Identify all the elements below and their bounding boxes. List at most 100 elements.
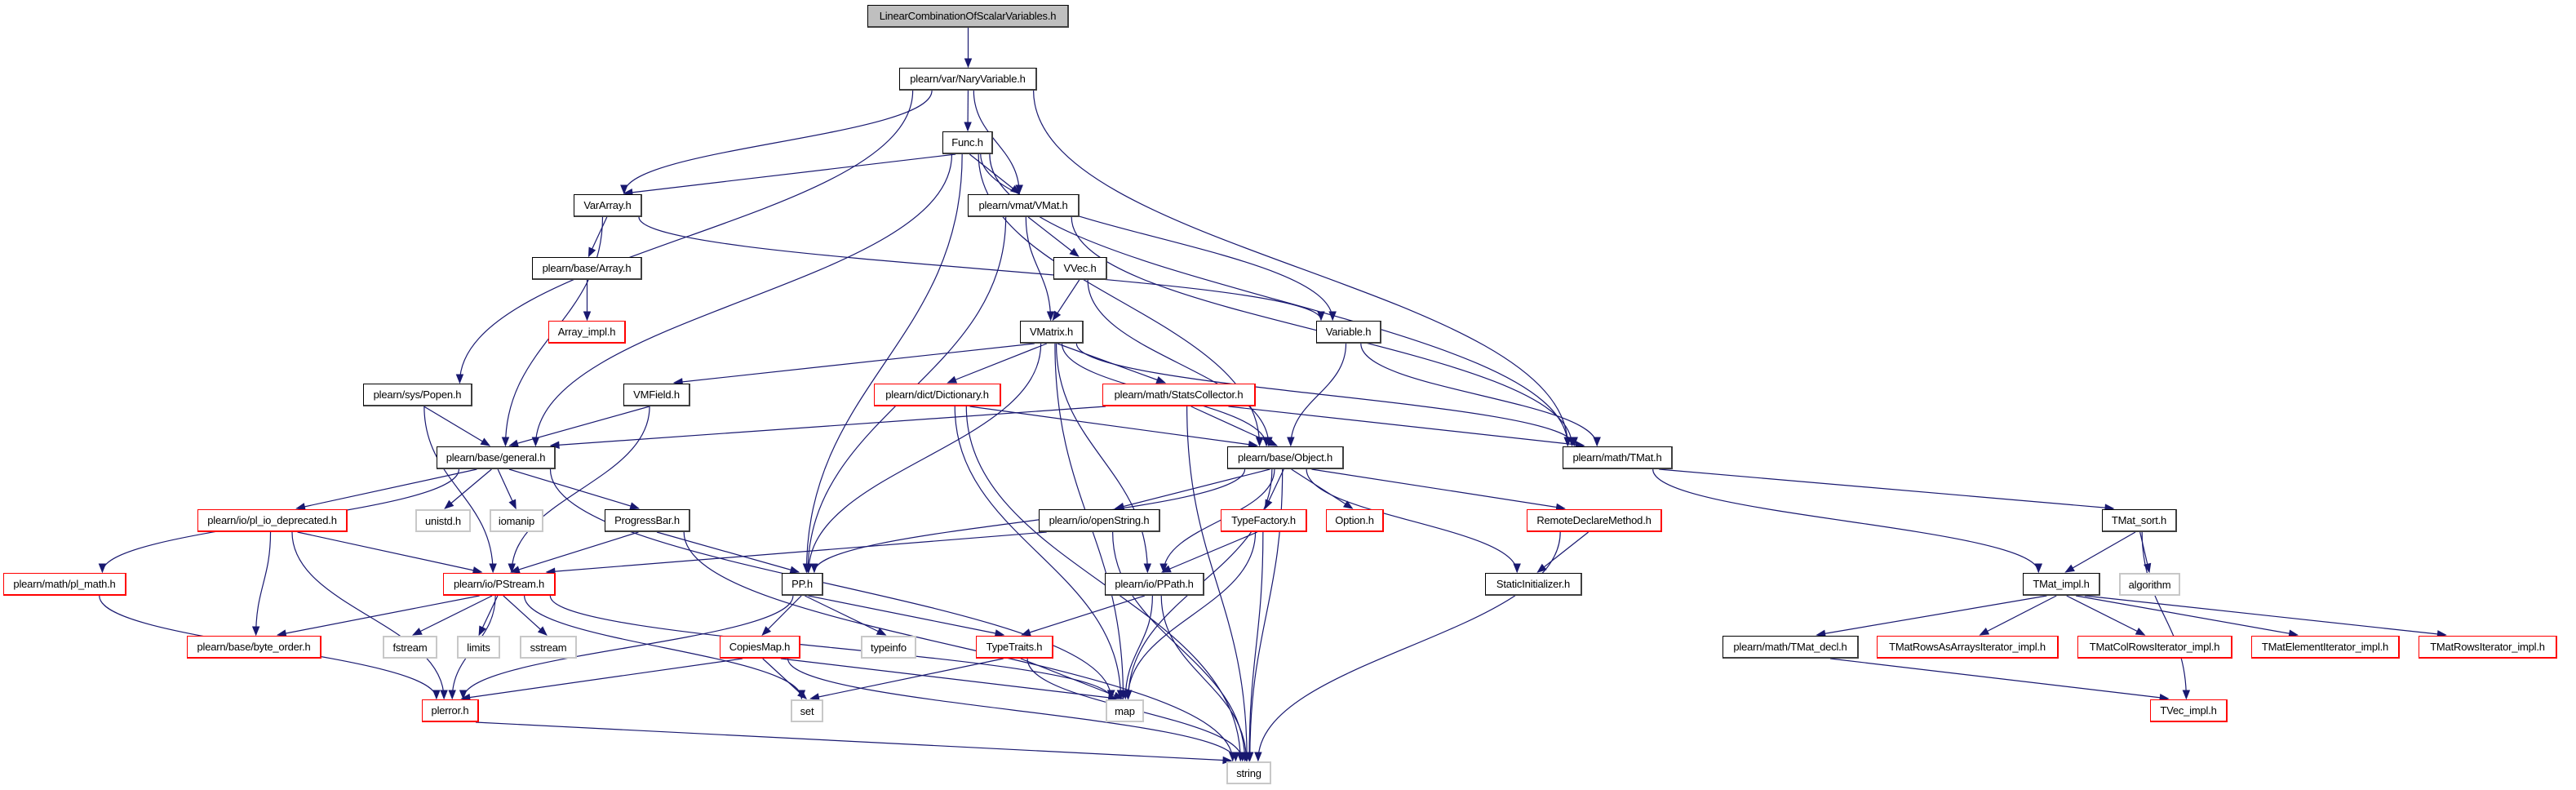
node-label: TMatRowsIterator_impl.h [2430,641,2545,653]
node-general[interactable]: plearn/base/general.h [437,446,556,469]
arrowhead-icon [510,566,521,574]
node-tmatsort[interactable]: TMat_sort.h [2102,509,2177,532]
arrowhead-icon [444,499,454,509]
arrowhead-icon [1231,752,1240,762]
edge-remote-to-string [1257,531,1561,761]
edge-pp-to-plerror [463,595,794,699]
node-array[interactable]: plearn/base/Array.h [532,257,642,280]
edge-copiesmap-to-map [780,658,1117,699]
node-label: TMatElementIterator_impl.h [2261,641,2389,653]
edge-general-to-progress [508,468,639,509]
edge-tmatsort-to-tmatimpl [2065,531,2136,573]
arrowhead-icon [472,566,483,575]
node-label: plerror.h [431,704,469,717]
node-pstream[interactable]: plearn/io/PStream.h [443,573,556,596]
node-vararray[interactable]: VarArray.h [574,194,642,217]
node-label: StaticInitializer.h [1496,578,1571,590]
node-byteorder[interactable]: plearn/base/byte_order.h [187,636,321,659]
arrowhead-icon [2064,564,2075,573]
node-staticinit[interactable]: StaticInitializer.h [1485,573,1582,596]
edge-pp-to-typeinfo [805,595,886,636]
node-nary[interactable]: plearn/var/NaryVariable.h [899,68,1037,91]
node-label: plearn/base/general.h [446,451,546,464]
edge-tmatimpl-to-tmatdecl [1816,595,2047,636]
edge-dictionary-to-map [954,406,1122,699]
edge-pp-to-copiesmap [761,595,802,636]
node-iomanip: iomanip [490,509,543,532]
node-vmfield[interactable]: VMField.h [623,384,690,406]
node-label: Option.h [1335,514,1374,526]
edge-ppath-to-map [1124,595,1153,699]
node-remote[interactable]: RemoteDeclareMethod.h [1527,509,1662,532]
arrowhead-icon [1254,752,1262,762]
node-label: algorithm [2128,578,2171,591]
node-object[interactable]: plearn/base/Object.h [1227,446,1344,469]
edge-progress-to-pp [656,531,800,573]
arrowhead-icon [629,502,641,510]
arrowhead-icon [810,563,818,574]
edge-func-to-variable [980,153,1333,321]
node-label: plearn/vmat/VMat.h [978,199,1068,211]
node-label: plearn/io/PPath.h [1115,578,1194,590]
node-vvec[interactable]: VVec.h [1053,257,1107,280]
arrowhead-icon [964,58,973,69]
node-root[interactable]: LinearCombinationOfScalarVariables.h [867,5,1069,28]
edge-openstring-to-pstream [546,531,1047,573]
edge-pstream-to-sstream [503,595,548,636]
node-label: plearn/var/NaryVariable.h [910,73,1026,85]
edge-vmfield-to-pstream [511,406,650,573]
edge-object-to-ppath [1163,468,1275,573]
node-plerror[interactable]: plerror.h [422,699,479,722]
node-typetraits[interactable]: TypeTraits.h [976,636,1053,659]
node-openstring[interactable]: plearn/io/openString.h [1039,509,1160,532]
node-tvecimpl[interactable]: TVec_impl.h [2150,699,2228,722]
node-arrayimpl[interactable]: Array_impl.h [548,321,626,344]
edge-typefactory-to-string [1248,531,1264,761]
node-pp[interactable]: PP.h [782,573,823,596]
node-variable[interactable]: Variable.h [1316,321,1381,344]
node-label: limits [467,641,490,654]
arrowhead-icon [1114,502,1125,511]
node-tmat[interactable]: plearn/math/TMat.h [1563,446,1673,469]
node-func[interactable]: Func.h [942,131,993,154]
node-copiesmap[interactable]: CopiesMap.h [720,636,800,659]
arrowhead-icon [587,246,596,258]
node-tmatrowsarr[interactable]: TMatRowsAsArraysIterator_impl.h [1877,636,2059,659]
node-dictionary[interactable]: plearn/dict/Dictionary.h [874,384,1001,406]
node-tmatdecl[interactable]: plearn/math/TMat_decl.h [1723,636,1859,659]
edge-pliodep-to-pstream [297,531,482,573]
node-vmat[interactable]: plearn/vmat/VMat.h [968,194,1080,217]
node-pliodep[interactable]: plearn/io/pl_io_deprecated.h [197,509,348,532]
edge-object-to-pp [814,468,1246,573]
node-tmatrows[interactable]: TMatRowsIterator_impl.h [2419,636,2557,659]
node-label: TMatRowsAsArraysIterator_impl.h [1889,641,2046,653]
node-popen[interactable]: plearn/sys/Popen.h [363,384,472,406]
node-tmatimpl[interactable]: TMat_impl.h [2023,573,2100,596]
edge-typetraits-to-map [1020,658,1123,699]
node-label: VMatrix.h [1029,326,1074,338]
node-ppath[interactable]: plearn/io/PPath.h [1105,573,1204,596]
node-typefactory[interactable]: TypeFactory.h [1221,509,1307,532]
node-tmatcolrows[interactable]: TMatColRowsIterator_impl.h [2077,636,2232,659]
arrowhead-icon [1021,628,1031,637]
edge-variable-to-tmat [1360,343,1598,446]
node-vmatrix[interactable]: VMatrix.h [1020,321,1084,344]
arrowhead-icon [480,437,491,446]
edge-nary-to-vararray [623,90,933,194]
arrowhead-icon [459,690,468,700]
edge-vmatrix-to-dictionary [947,343,1048,384]
edge-popen-to-pstream [423,406,494,573]
node-stats[interactable]: plearn/math/StatsCollector.h [1102,384,1256,406]
arrowhead-icon [1287,437,1295,447]
arrowhead-icon [1239,752,1247,762]
node-label: plearn/base/byte_order.h [197,641,311,653]
edge-typetraits-to-set [810,658,1004,699]
edge-plerror-to-string [475,721,1232,761]
arrowhead-icon [1159,563,1168,574]
node-plmath[interactable]: plearn/math/pl_math.h [3,573,126,596]
node-progress[interactable]: ProgressBar.h [605,509,690,532]
node-option[interactable]: Option.h [1326,509,1384,532]
node-tmatelem[interactable]: TMatElementIterator_impl.h [2251,636,2400,659]
edge-pp-to-typetraits [808,595,1004,636]
